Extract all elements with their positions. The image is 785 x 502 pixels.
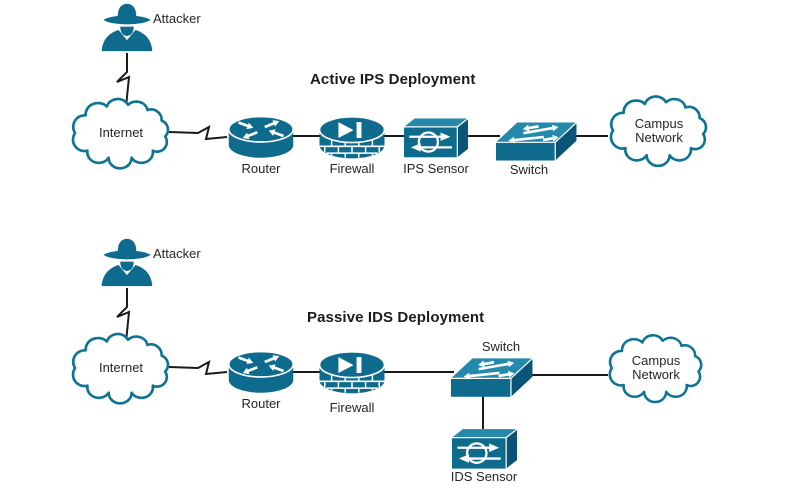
sensor-appliance-icon [404,117,468,158]
campus-label-line2: Network [635,129,683,145]
attacker-label: Attacker [153,246,201,261]
campus-network-label: Campus Network [632,354,680,382]
spy-attacker-icon [101,3,153,52]
sensor-appliance-icon [452,428,517,469]
firewall-label: Firewall [329,400,375,415]
spy-attacker-icon [101,238,153,287]
lightning-zigzag-link [168,126,228,140]
firewall-icon [318,116,386,160]
campus-network-cloud: Campus Network [605,331,707,405]
campus-network-cloud: Campus Network [606,93,712,168]
campus-label-line2: Network [632,367,680,382]
link-switch-campus [530,374,608,376]
campus-label-line1: Campus [634,115,684,131]
firewall-icon [318,351,386,395]
switch-label: Switch [509,162,549,177]
campus-label-line1: Campus [631,353,681,368]
link-router-firewall [292,135,320,137]
router-label: Router [241,161,281,176]
link-firewall-switch [384,371,454,373]
attacker-label: Attacker [153,11,201,26]
router-label: Router [241,396,281,411]
link-switch-sensor [482,395,484,429]
internet-cloud: Internet [68,95,174,171]
link-router-firewall [292,371,320,373]
internet-label: Internet [98,125,144,140]
diagram-title: Passive IDS Deployment [307,309,485,326]
lightning-zigzag-link [168,361,228,375]
link-sensor-switch [466,135,500,137]
switch-icon [451,352,534,397]
campus-network-label: Campus Network [634,115,684,145]
link-switch-campus [572,135,608,137]
switch-label: Switch [481,339,521,354]
link-firewall-sensor [384,135,408,137]
router-icon [227,350,295,395]
switch-icon [496,116,578,161]
sensor-label: IPS Sensor [403,161,469,176]
internet-label: Internet [98,360,144,375]
router-icon [227,115,295,160]
internet-cloud: Internet [68,330,174,406]
diagram-title: Active IPS Deployment [310,71,476,88]
firewall-label: Firewall [329,161,375,176]
sensor-label: IDS Sensor [450,469,518,484]
